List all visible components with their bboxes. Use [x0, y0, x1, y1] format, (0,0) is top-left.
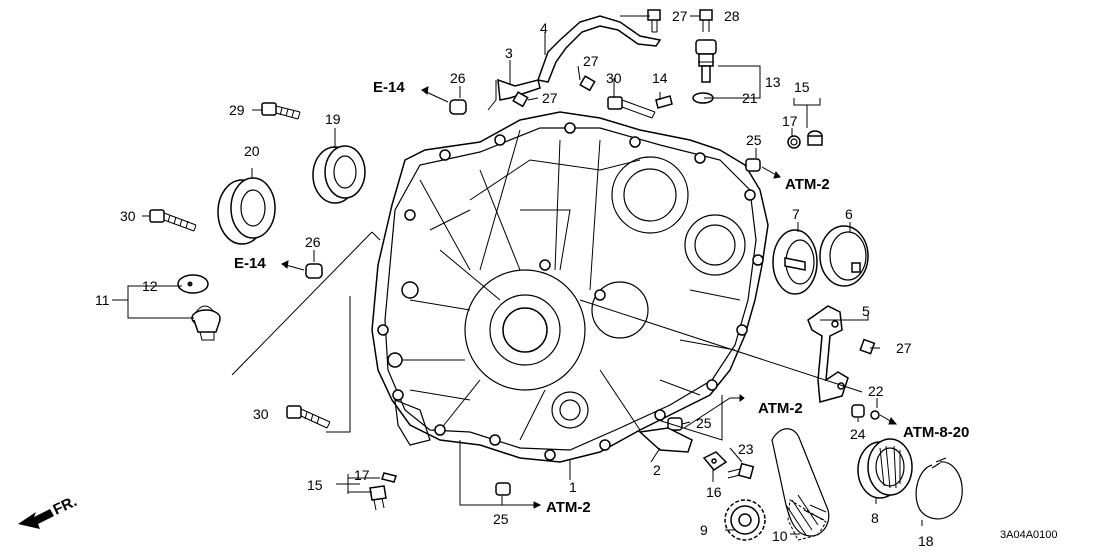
- washer-12: [177, 274, 209, 294]
- label-part-23: 23: [738, 441, 754, 457]
- label-part-7: 7: [792, 206, 800, 222]
- bolt-29: [261, 102, 301, 120]
- label-part-8: 8: [871, 510, 879, 526]
- dowel-25-bottom: [495, 482, 511, 496]
- sensor-13: [695, 39, 717, 83]
- bracket-4: [537, 15, 662, 83]
- label-part-26-left: 26: [305, 234, 321, 250]
- label-part-27-c: 27: [542, 90, 558, 106]
- flange-bolt-30-left: [149, 209, 197, 232]
- bolt-27-c: [512, 91, 529, 108]
- bearing-8: [857, 438, 913, 499]
- label-part-26-top: 26: [450, 70, 466, 86]
- front-direction-arrow: FR.: [18, 493, 80, 529]
- label-part-12: 12: [142, 278, 158, 294]
- drain-plug-11: [191, 305, 221, 341]
- reference-labels: E-14 E-14 ATM-2 ATM-2 ATM-2 ATM-8-20: [234, 79, 969, 516]
- label-part-27-d: 27: [896, 340, 912, 356]
- label-part-30-bottom: 30: [253, 406, 269, 422]
- label-part-2: 2: [653, 462, 661, 478]
- drive-chain-10: [771, 428, 830, 541]
- label-part-16: 16: [706, 484, 722, 500]
- flange-bolt-30-bottom: [286, 405, 331, 429]
- drawing-code: 3A04A0100: [1000, 529, 1058, 541]
- label-part-28: 28: [724, 8, 740, 24]
- reference-arrows: [281, 86, 898, 509]
- plug-15-left: [369, 485, 387, 511]
- bracket-3: [497, 78, 541, 101]
- bolt-27-d: [859, 338, 876, 355]
- label-part-17-left: 17: [354, 467, 370, 483]
- retainer-16: [702, 451, 728, 471]
- label-part-15-left: 15: [307, 477, 323, 493]
- bracket-14: [655, 95, 673, 109]
- front-label: FR.: [51, 493, 80, 519]
- dowel-pin-26-top: [449, 99, 467, 115]
- label-part-25-right: 25: [746, 132, 762, 148]
- dowel-25-right: [745, 158, 761, 172]
- reference-atm2-right: ATM-2: [785, 176, 830, 193]
- guide-plate-2: [638, 427, 693, 453]
- label-part-10: 10: [772, 528, 788, 544]
- bracket-5: [807, 305, 849, 403]
- label-part-20: 20: [244, 143, 260, 159]
- oil-seal-20: [217, 177, 276, 245]
- washer-17-left: [381, 472, 397, 483]
- bolt-28: [699, 9, 713, 32]
- label-part-4: 4: [540, 20, 548, 36]
- label-part-6: 6: [845, 206, 853, 222]
- washer-17-right: [787, 135, 801, 149]
- label-part-24: 24: [850, 426, 866, 442]
- snap-ring-22: [870, 410, 880, 420]
- label-part-30-top: 30: [606, 70, 622, 86]
- label-part-1: 1: [569, 479, 577, 495]
- label-part-25-mid: 25: [696, 415, 712, 431]
- label-part-27-b: 27: [583, 53, 599, 69]
- bolt-27-a: [647, 9, 661, 33]
- leader-lines: [112, 15, 923, 535]
- cover-7: [772, 229, 818, 295]
- sprocket-9: [724, 499, 766, 541]
- label-part-30-left: 30: [120, 208, 136, 224]
- label-part-19: 19: [325, 111, 341, 127]
- label-part-9: 9: [700, 522, 708, 538]
- transmission-housing: [371, 111, 769, 463]
- reference-atm2-bottom: ATM-2: [546, 499, 591, 516]
- flange-bolt-30-top: [607, 96, 656, 119]
- label-part-3: 3: [505, 45, 513, 61]
- collar-24: [851, 404, 865, 418]
- reference-atm8-20: ATM-8-20: [903, 424, 969, 441]
- oil-seal-19: [312, 145, 366, 204]
- label-part-15-right: 15: [794, 79, 810, 95]
- reference-e14-top: E-14: [373, 79, 405, 96]
- reference-atm2-mid: ATM-2: [758, 400, 803, 417]
- label-part-17-right: 17: [782, 113, 798, 129]
- part-labels: 1 2 3 4 5 6 7 8 9 10 11 12 13 14 15 15 1…: [95, 8, 934, 549]
- label-part-5: 5: [862, 303, 870, 319]
- dowel-pin-26-left: [305, 263, 323, 279]
- reference-e14-left: E-14: [234, 255, 266, 272]
- plug-15-right: [807, 130, 823, 146]
- bolt-23: [727, 462, 755, 480]
- label-part-11: 11: [95, 292, 110, 308]
- label-part-27-a: 27: [672, 8, 688, 24]
- label-part-14: 14: [652, 70, 668, 86]
- label-part-22: 22: [868, 383, 884, 399]
- label-part-18: 18: [918, 533, 934, 549]
- label-part-25-bottom: 25: [493, 511, 509, 527]
- label-part-21: 21: [742, 90, 758, 106]
- bolt-27-b: [579, 75, 596, 92]
- snap-ring-18: [915, 457, 963, 520]
- label-part-29: 29: [229, 102, 245, 118]
- cover-6: [819, 225, 869, 287]
- label-part-13: 13: [765, 74, 781, 90]
